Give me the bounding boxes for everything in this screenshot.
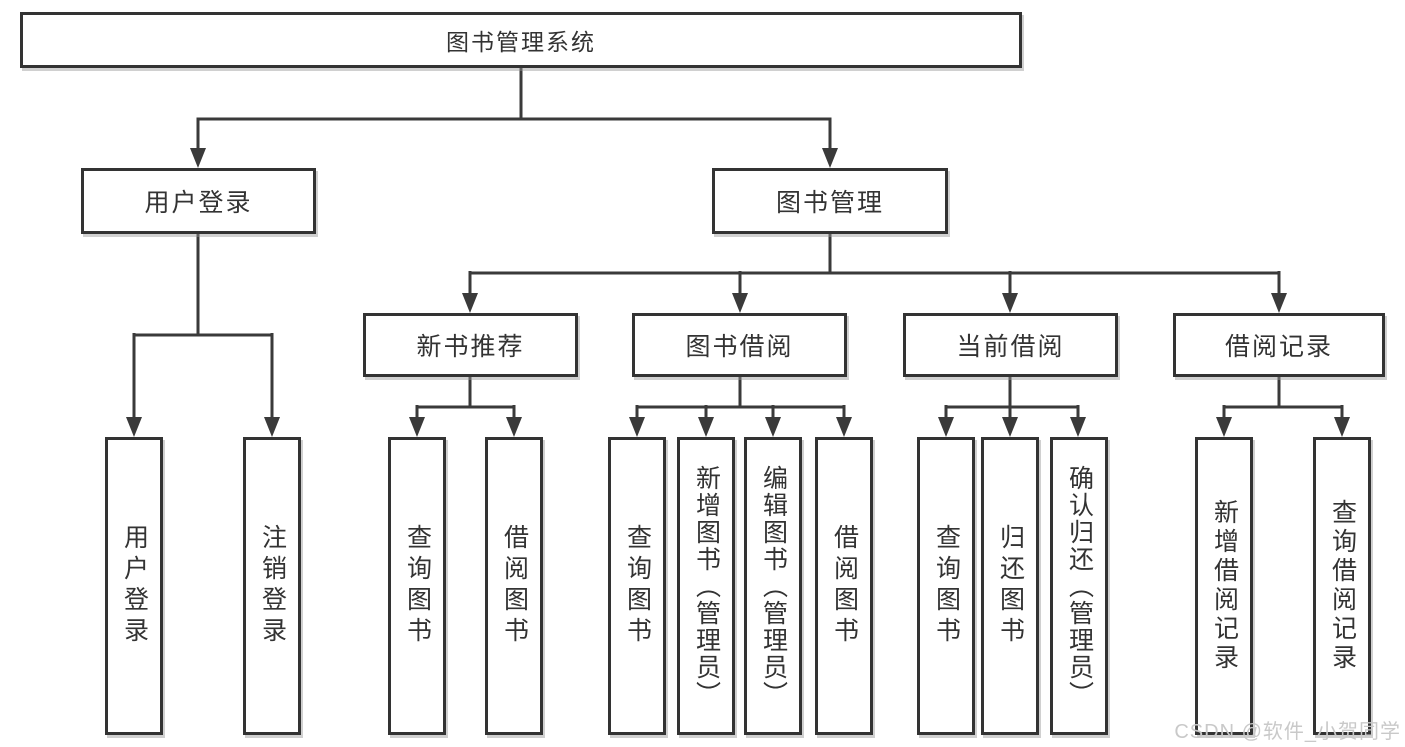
func-query-borrow-record-label: 查询借阅记录 [1328,499,1357,673]
node-current-borrow: 当前借阅 [903,313,1118,377]
node-book-borrow: 图书借阅 [632,313,847,377]
func-rec-borrow-books-label: 借阅图书 [500,524,529,648]
node-func-bor-edit-books: 编辑图书（管理员） [744,437,802,735]
borrow-record-label: 借阅记录 [1224,333,1333,361]
csdn-watermark: CSDN @软件_小贺同学 [1174,721,1401,743]
func-bor-add-books-label: 新增图书（管理员） [692,464,721,708]
func-add-borrow-record-label: 新增借阅记录 [1210,499,1239,673]
node-func-cur-query-books: 查询图书 [917,437,975,735]
node-func-bor-borrow-books: 借阅图书 [815,437,873,735]
book-management-branch-label: 图书管理 [775,189,884,217]
system-title-label: 图书管理系统 [446,29,596,55]
node-func-bor-query-books: 查询图书 [608,437,666,735]
node-func-logout: 注销登录 [243,437,301,735]
func-bor-borrow-books-label: 借阅图书 [830,524,859,648]
node-new-book-recommend: 新书推荐 [363,313,578,377]
node-func-bor-add-books: 新增图书（管理员） [677,437,735,735]
func-rec-query-books-label: 查询图书 [403,524,432,648]
user-login-branch-label: 用户登录 [144,189,253,217]
current-borrow-label: 当前借阅 [956,333,1065,361]
node-func-add-borrow-record: 新增借阅记录 [1195,437,1253,735]
node-func-cur-confirm-return: 确认归还（管理员） [1050,437,1108,735]
func-cur-return-books-label: 归还图书 [996,524,1025,648]
func-bor-query-books-label: 查询图书 [623,524,652,648]
node-func-rec-borrow-books: 借阅图书 [485,437,543,735]
func-user-login-label: 用户登录 [120,524,149,648]
func-cur-query-books-label: 查询图书 [932,524,961,648]
func-cur-confirm-return-label: 确认归还（管理员） [1065,464,1094,708]
node-system-title: 图书管理系统 [20,12,1022,68]
node-func-cur-return-books: 归还图书 [981,437,1039,735]
node-func-query-borrow-record: 查询借阅记录 [1313,437,1371,735]
node-user-login-branch: 用户登录 [81,168,316,234]
node-func-rec-query-books: 查询图书 [388,437,446,735]
func-bor-edit-books-label: 编辑图书（管理员） [759,464,788,708]
book-borrow-label: 图书借阅 [685,333,794,361]
node-book-management-branch: 图书管理 [712,168,948,234]
node-func-user-login: 用户登录 [105,437,163,735]
func-logout-label: 注销登录 [258,524,287,648]
node-borrow-record: 借阅记录 [1173,313,1385,377]
new-book-recommend-label: 新书推荐 [416,333,525,361]
arrowhead-icons [126,148,1350,437]
